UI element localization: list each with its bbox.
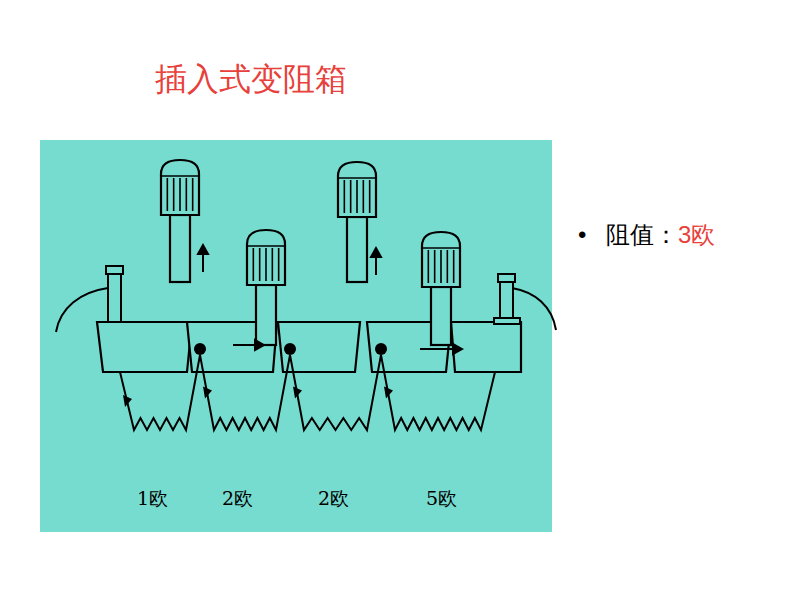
resistance-label: 2欧 (222, 488, 253, 509)
plug (338, 162, 376, 282)
resistance-label: 5欧 (426, 488, 457, 509)
value-caption: 阻值： (606, 222, 678, 248)
plug (247, 230, 285, 345)
value-number: 3欧 (678, 222, 715, 248)
plug (422, 232, 460, 345)
bullet-mark: • (578, 222, 586, 248)
resistor-symbol (200, 355, 290, 430)
plugs (161, 160, 460, 345)
resistance-label: 1欧 (137, 488, 168, 509)
current-arrows (198, 245, 462, 354)
resistor-symbol (120, 355, 200, 430)
resistor-coils (120, 355, 495, 430)
panel (40, 140, 552, 532)
plug (161, 160, 199, 282)
resistor-symbol (381, 355, 495, 430)
resistance-label: 2欧 (318, 488, 349, 509)
resistor-symbol (290, 355, 381, 430)
contact-points (194, 343, 387, 355)
brass-blocks (97, 322, 521, 372)
slide-title: 插入式变阻箱 (155, 62, 347, 97)
